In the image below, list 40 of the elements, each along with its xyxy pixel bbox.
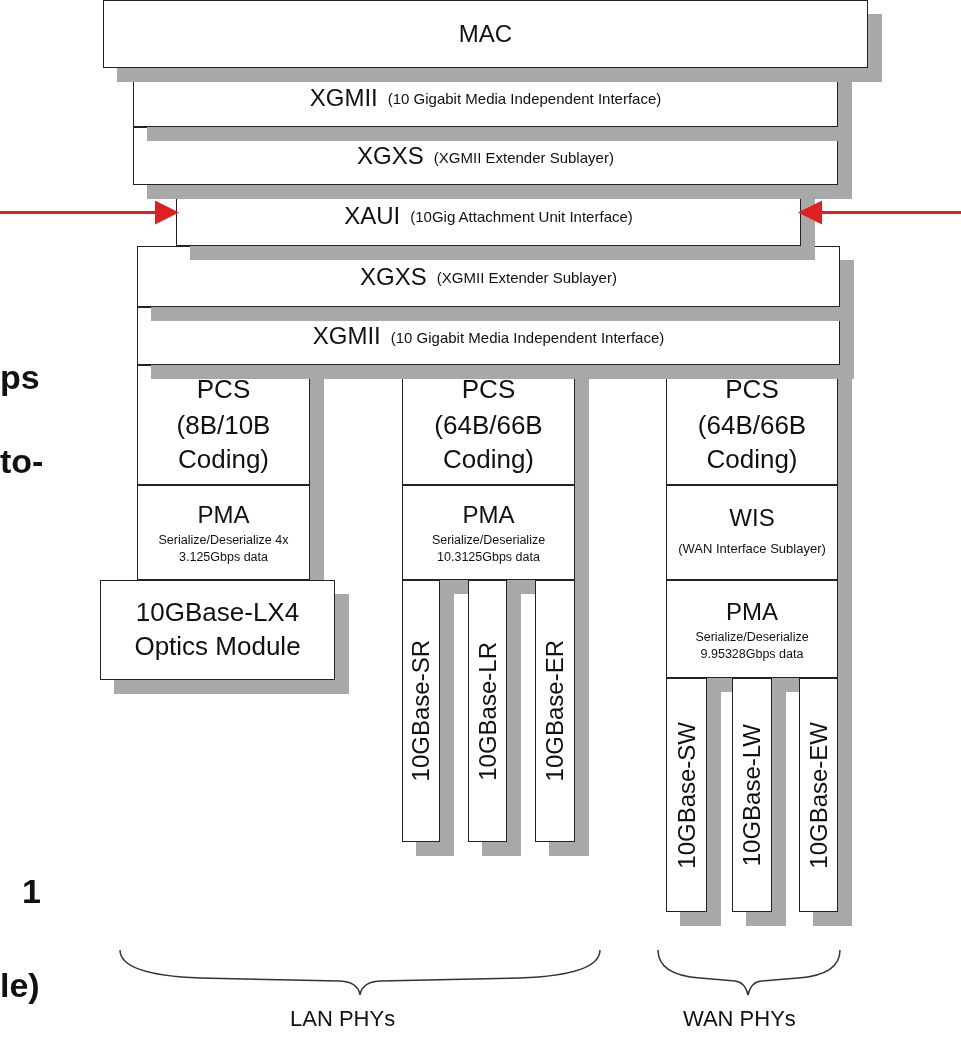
cropped-text: le) (0, 966, 40, 1005)
layer-label: XGMII (309, 82, 378, 113)
layer-label: 10GBase-SR (407, 640, 435, 782)
layer-description: Serialize/Deserialize 10.3125Gbps data (430, 532, 547, 566)
cropped-text: ps (0, 358, 40, 397)
layer-label: PMA (726, 596, 778, 627)
cropped-text: to- (0, 442, 44, 481)
group-label: WAN PHYs (683, 1006, 796, 1032)
layer-description: (10 Gigabit Media Independent Interface) (387, 89, 662, 110)
layer-description: (10 Gigabit Media Independent Interface) (390, 327, 665, 348)
layer-label: XGMII (312, 321, 381, 352)
arrow (798, 200, 961, 225)
layer-label: PCS (196, 373, 251, 407)
layer-label: XAUI (344, 200, 401, 231)
layer-label: 10GBase-LW (738, 723, 766, 867)
layer-description: (WAN Interface Sublayer) (678, 539, 826, 558)
group-label: LAN PHYs (290, 1006, 396, 1032)
layer-label: PCS (461, 373, 516, 407)
layer-label: 10GBase-ER (541, 640, 569, 782)
layer-label: WIS (729, 502, 775, 533)
arrow (0, 200, 179, 225)
layer-description: (8B/10B Coding) (175, 409, 272, 476)
layer-label: 10GBase-EW (804, 721, 833, 869)
layer-label: MAC (458, 19, 513, 50)
layer-description: (XGMII Extender Sublayer) (433, 147, 614, 168)
layer-label: PMA (197, 500, 250, 531)
layer-description: (10Gig Attachment Unit Interface) (410, 207, 633, 228)
layer-description: (64B/66B Coding) (696, 409, 808, 476)
layer-description: (XGMII Extender Sublayer) (436, 268, 617, 289)
layer-label: PCS (725, 373, 779, 407)
layer-description: Serialize/Deserialize 4x 3.125Gbps data (157, 532, 290, 566)
layer-label: XGXS (360, 261, 427, 292)
layer-label: 10GBase-LX4 Optics Module (133, 596, 302, 663)
layer-description: Serialize/Deserialize 9.95328Gbps data (694, 628, 810, 663)
cropped-text: 1 (22, 872, 41, 911)
layer-label: XGXS (357, 141, 424, 172)
layer-label: 10GBase-LR (473, 641, 502, 781)
layer-label: PMA (462, 500, 515, 531)
layer-label: 10GBase-SW (672, 721, 701, 869)
layer-description: (64B/66B Coding) (433, 409, 544, 476)
